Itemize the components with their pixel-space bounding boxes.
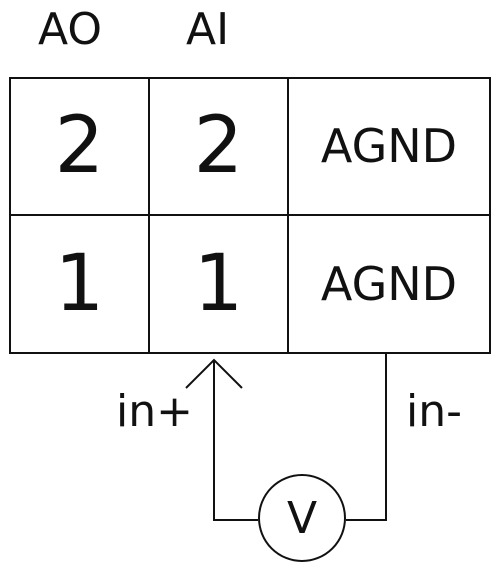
terminal-ai-2: 2 (150, 79, 289, 216)
voltmeter-label: V (286, 492, 318, 544)
ao-column-header: AO (38, 4, 102, 55)
in-plus-wire (213, 360, 258, 521)
terminal-agnd-top: AGND (289, 79, 489, 216)
terminal-agnd-bottom: AGND (320, 256, 458, 311)
in-minus-label: in- (406, 386, 462, 437)
in-plus-label: in+ (116, 386, 193, 437)
terminal-ao-1: 1 (11, 215, 150, 352)
terminal-block: 2 2 AGND 1 1 AGND (9, 77, 491, 354)
ai-column-header: AI (186, 4, 230, 55)
voltmeter-symbol: V (258, 474, 346, 562)
terminal-ai-1: 1 (150, 215, 289, 352)
terminal-ao-2: 2 (11, 79, 150, 216)
in-minus-wire (346, 354, 387, 521)
